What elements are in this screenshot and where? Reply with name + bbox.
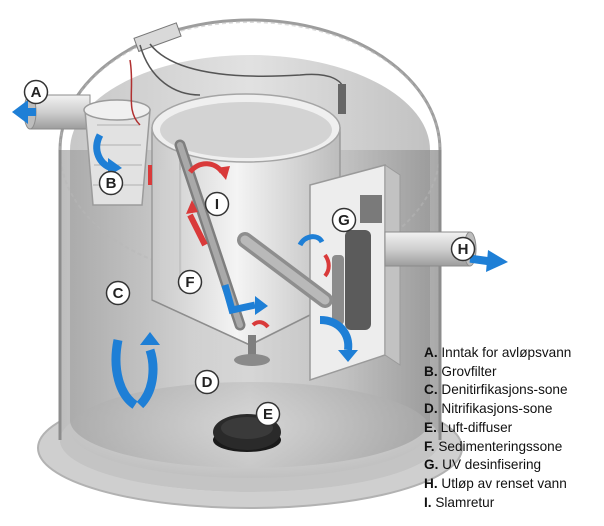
callout-e: E (257, 403, 280, 426)
legend-item-b: B. Grovfilter (424, 363, 602, 382)
legend-item-e: E. Luft-diffuser (424, 419, 602, 438)
legend-item-g: G. UV desinfisering (424, 456, 602, 475)
legend-letter: G. (424, 457, 438, 472)
callout-h: H (452, 238, 475, 261)
callout-f-letter: F (185, 274, 194, 291)
callout-b-letter: B (106, 175, 117, 192)
callout-h-letter: H (458, 241, 469, 258)
legend-text: Grovfilter (441, 364, 496, 379)
callout-g-letter: G (338, 212, 350, 229)
legend-text: Sedimenteringssone (438, 439, 562, 454)
legend-letter: A. (424, 345, 438, 360)
legend: A. Inntak for avløpsvann B. Grovfilter C… (424, 344, 602, 512)
legend-item-f: F. Sedimenteringssone (424, 438, 602, 457)
legend-text: Denitirfikasjons-sone (441, 382, 567, 397)
legend-item-h: H. Utløp av renset vann (424, 475, 602, 494)
legend-text: Slamretur (435, 495, 494, 510)
callout-a: A (25, 81, 48, 104)
legend-letter: F. (424, 439, 435, 454)
callout-e-letter: E (263, 406, 273, 423)
callout-g: G (333, 209, 356, 232)
legend-text: UV desinfisering (442, 457, 541, 472)
callout-c-letter: C (113, 285, 124, 302)
uv-disinfection-unit (310, 165, 400, 380)
legend-letter: E. (424, 420, 437, 435)
legend-item-c: C. Denitirfikasjons-sone (424, 381, 602, 400)
callout-i-letter: I (215, 196, 219, 213)
callout-i: I (206, 193, 229, 216)
legend-item-d: D. Nitrifikasjons-sone (424, 400, 602, 419)
legend-text: Utløp av renset vann (441, 476, 566, 491)
callout-b: B (100, 172, 123, 195)
legend-letter: H. (424, 476, 438, 491)
callout-d: D (196, 371, 219, 394)
callout-a-letter: A (31, 84, 42, 101)
legend-item-a: A. Inntak for avløpsvann (424, 344, 602, 363)
legend-item-i: I. Slamretur (424, 494, 602, 513)
callout-c: C (107, 282, 130, 305)
legend-letter: I. (424, 495, 432, 510)
legend-letter: D. (424, 401, 438, 416)
legend-letter: C. (424, 382, 438, 397)
callout-d-letter: D (202, 374, 213, 391)
legend-text: Luft-diffuser (441, 420, 513, 435)
legend-text: Nitrifikasjons-sone (441, 401, 552, 416)
legend-letter: B. (424, 364, 438, 379)
legend-text: Inntak for avløpsvann (441, 345, 571, 360)
callout-f: F (179, 271, 202, 294)
